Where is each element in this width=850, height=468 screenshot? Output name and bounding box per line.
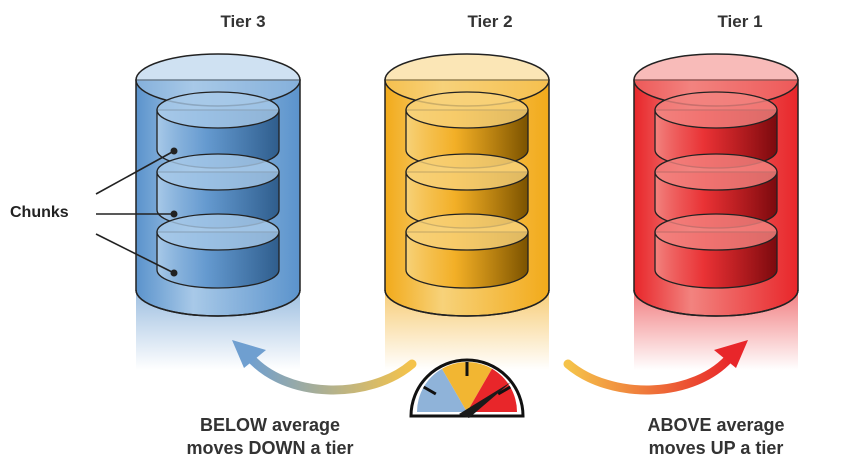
gauge-needle	[459, 382, 511, 418]
tier-3-title: Tier 3	[220, 12, 266, 31]
tier-2-chunk-2-top	[405, 153, 529, 191]
gauge-tick	[422, 385, 437, 396]
below-caption-line-2: moves DOWN a tier	[186, 438, 354, 458]
tier-3-chunk-1-top	[156, 91, 280, 129]
above-caption-line-2: moves UP a tier	[648, 438, 784, 458]
above-caption-line-1: ABOVE average	[647, 415, 785, 435]
tier-1-cylinder-base-rim	[633, 289, 799, 317]
tier-3-cylinder	[135, 53, 301, 370]
tier-2-cylinder-base-rim	[384, 289, 550, 317]
tier-3-chunk-3-top	[156, 213, 280, 251]
gauge-tick	[497, 385, 512, 396]
tier-3-chunk-2-top	[156, 153, 280, 191]
gauge-segment	[467, 368, 517, 412]
gauge-segment	[417, 368, 467, 412]
below-caption-line-1: BELOW average	[199, 415, 341, 435]
performance-gauge-icon	[409, 358, 525, 418]
tier-1-chunk-1-top	[654, 91, 778, 129]
tier-2-title: Tier 2	[467, 12, 513, 31]
chunks-leader-lines	[95, 150, 175, 274]
arrow-up-tier	[563, 340, 748, 395]
tier-2-chunk-1-top	[405, 91, 529, 129]
cylinders-group	[135, 53, 799, 370]
tier-1-chunk-3-top	[654, 213, 778, 251]
tier-1-cylinder	[633, 53, 799, 370]
chunks-label: Chunks	[10, 204, 69, 221]
tier-1-title: Tier 1	[717, 12, 763, 31]
arrow-down-tier	[232, 340, 417, 395]
above-average-caption: ABOVE average moves UP a tier	[586, 414, 846, 460]
tier-3-cylinder-base-rim	[135, 289, 301, 317]
tier-1-chunk-2-top	[654, 153, 778, 191]
gauge-segment	[442, 361, 492, 412]
tier-2-chunk-3-top	[405, 213, 529, 251]
below-average-caption: BELOW average moves DOWN a tier	[140, 414, 400, 460]
tier-2-cylinder	[384, 53, 550, 370]
